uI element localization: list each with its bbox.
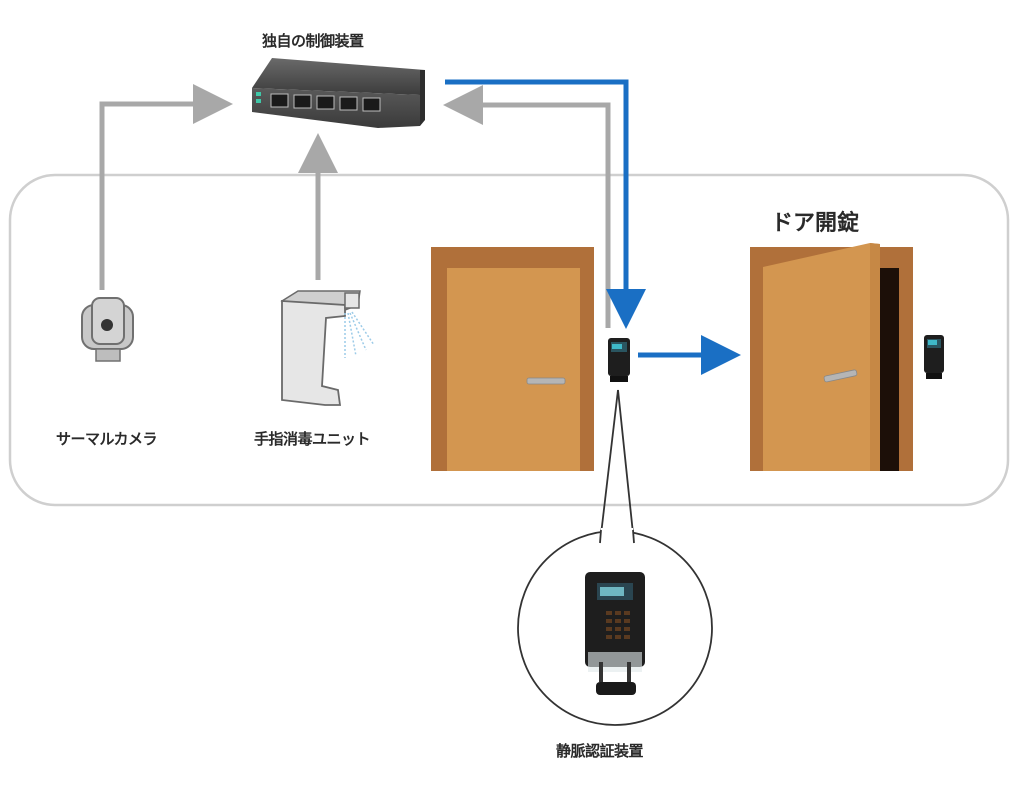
open-door-icon bbox=[750, 243, 913, 471]
sanitizer-unit-label: 手指消毒ユニット bbox=[254, 430, 371, 448]
vein-auth-device-label: 静脈認証装置 bbox=[556, 742, 644, 760]
vein-reader-small-icon bbox=[608, 338, 630, 382]
closed-door-icon bbox=[431, 247, 594, 471]
arrow-reader-to-controller bbox=[443, 85, 611, 328]
thermal-camera-icon bbox=[81, 297, 134, 362]
controller-label: 独自の制御装置 bbox=[262, 32, 364, 50]
callout-connector bbox=[599, 389, 635, 544]
sanitizer-unit-icon bbox=[280, 290, 375, 406]
vein-auth-device-large-icon bbox=[585, 572, 645, 695]
door-unlock-label: ドア開錠 bbox=[771, 211, 860, 236]
arrow-controller-to-reader bbox=[445, 79, 646, 329]
vein-reader-unlocked-icon bbox=[924, 335, 944, 379]
controller-switch-icon bbox=[252, 58, 425, 128]
thermal-camera-label: サーマルカメラ bbox=[56, 430, 158, 448]
site-enclosure bbox=[8, 173, 1010, 507]
arrow-camera-to-controller bbox=[99, 84, 233, 290]
